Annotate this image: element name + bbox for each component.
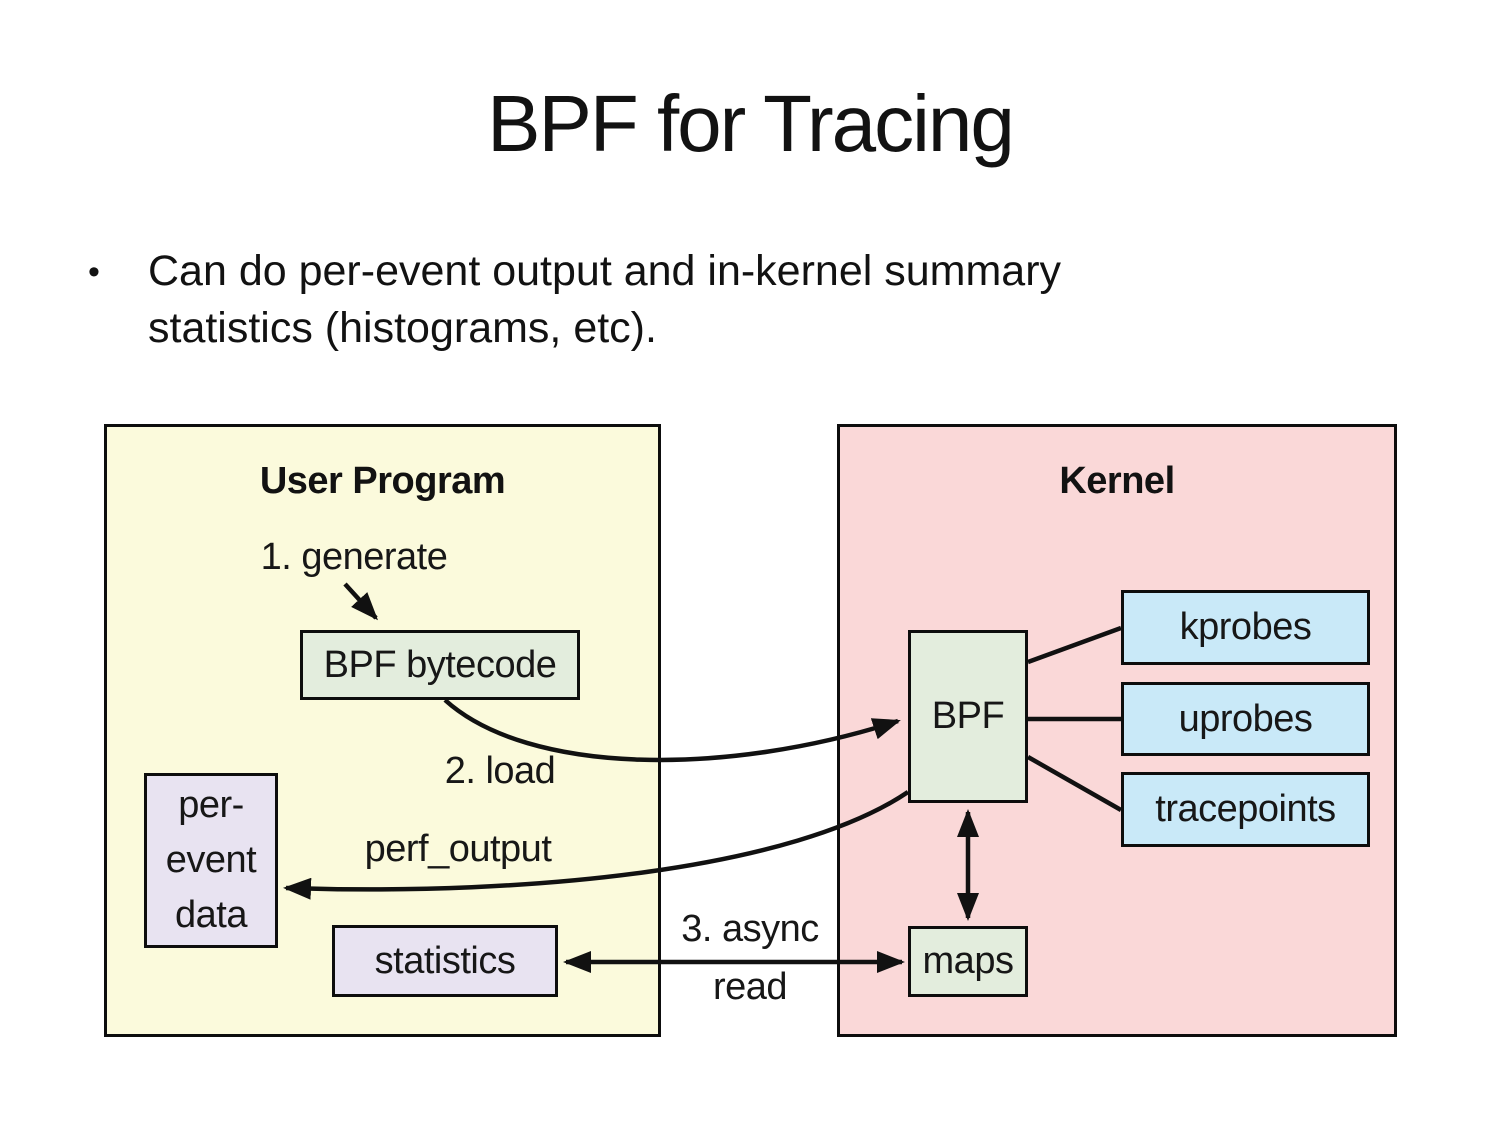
bpf-bytecode-box: BPF bytecode <box>300 630 580 700</box>
maps-box: maps <box>908 926 1028 997</box>
bpf-box: BPF <box>908 630 1028 803</box>
per-event-line3: data <box>175 894 247 936</box>
bullet-text: Can do per-event output and in-kernel su… <box>148 247 1062 352</box>
load-label: 2. load <box>444 750 556 792</box>
async-read-label-line1: 3. async <box>681 908 819 950</box>
bullet-item: • Can do per-event output and in-kernel … <box>88 243 1268 357</box>
bullet-glyph: • <box>88 253 100 291</box>
page-title: BPF for Tracing <box>487 79 1015 168</box>
uprobes-box: uprobes <box>1121 682 1370 756</box>
perf-output-label: perf_output <box>364 828 552 870</box>
user-program-title: User Program <box>259 460 506 502</box>
per-event-line1: per- <box>178 784 244 826</box>
tracepoints-box: tracepoints <box>1121 772 1370 847</box>
per-event-line2: event <box>165 839 257 881</box>
kernel-title: Kernel <box>1059 460 1175 502</box>
statistics-box: statistics <box>332 925 558 997</box>
async-read-label-line2: read <box>712 966 788 1008</box>
per-event-data-box: per- event data <box>144 773 278 948</box>
bpf-tracing-diagram: User Program Kernel 1. generate 2. load … <box>104 424 1397 1037</box>
generate-label: 1. generate <box>260 536 448 578</box>
kprobes-box: kprobes <box>1121 590 1370 665</box>
